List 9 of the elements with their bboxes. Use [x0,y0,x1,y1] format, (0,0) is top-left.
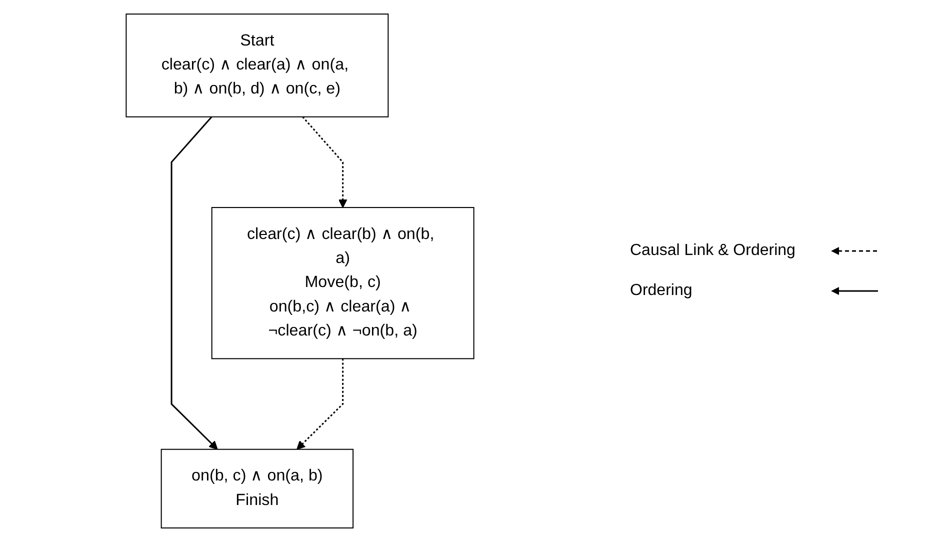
flowchart: Start clear(c) ∧ clear(a) ∧ on(a, b) ∧ on(b, d) ∧ on(c, e) clear(c) ∧ clear(b) ∧ on(b, a) Move(b, c) on(b,c) ∧ clear(a) ∧ ¬clear(c) ∧ ¬on(b, a) on(b, c) ∧ on(a, b) Finish [0,6,600,536]
arrow [302,116,348,208]
node-box [126,14,389,118]
legend-label: Ordering [630,282,694,300]
node-box [211,207,474,360]
arrow [296,358,344,450]
node-box [160,448,354,528]
arrow [170,116,218,450]
legend-label: Causal Link & Ordering [630,242,796,260]
